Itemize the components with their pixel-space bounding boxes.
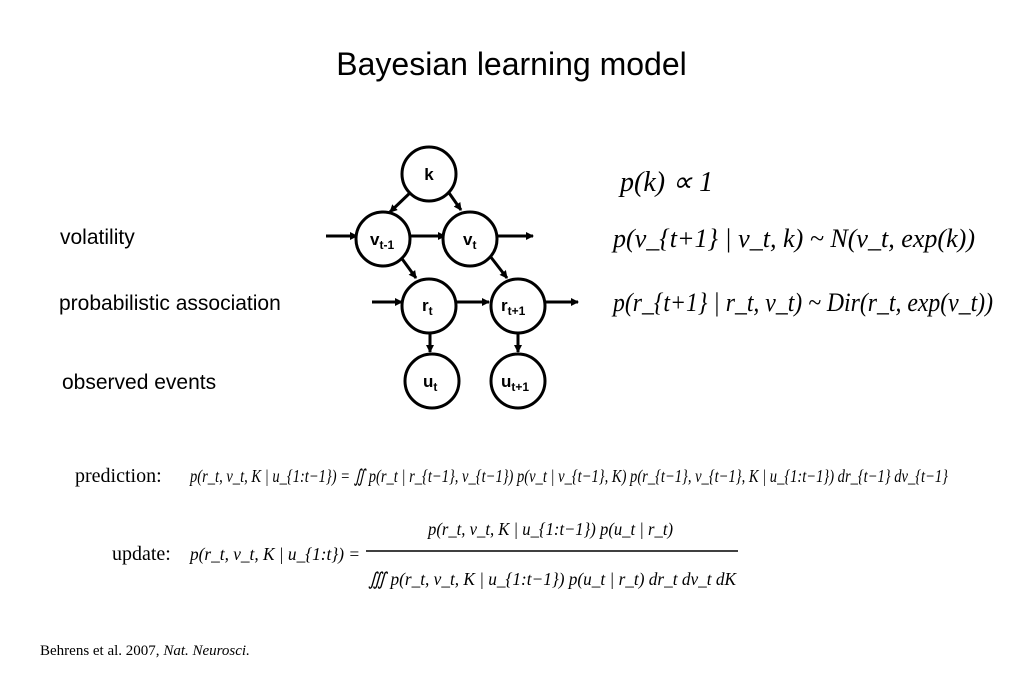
equation-association: p(r_{t+1} | r_t, v_t) ~ Dir(r_t, exp(v_t… — [611, 288, 993, 317]
node-k — [400, 145, 458, 203]
reference-journal: Nat. Neurosci. — [163, 643, 250, 659]
reference-authors: Behrens et al. 2007, — [40, 643, 160, 659]
node-u-next — [489, 352, 547, 410]
equation-prior-k: p(k) ∝ 1 — [618, 167, 713, 198]
node-r-next — [489, 277, 547, 335]
row-label-volatility: volatility — [60, 226, 135, 249]
equation-prediction: p(r_t, v_t, K | u_{1:t−1}) = ∬ p(r_t | r… — [188, 466, 948, 487]
node-r-next-label: rt+1 — [501, 296, 526, 318]
node-u-t — [403, 352, 461, 410]
reference-citation: Behrens et al. 2007, Nat. Neurosci. — [40, 643, 250, 660]
prediction-label: prediction: — [75, 465, 162, 487]
equation-update-denominator: ∭ p(r_t, v_t, K | u_{1:t−1}) p(u_t | r_t… — [368, 569, 737, 590]
node-r-t — [400, 277, 458, 335]
equation-volatility: p(v_{t+1} | v_t, k) ~ N(v_t, exp(k)) — [611, 224, 975, 253]
node-v-t-label: vt — [463, 230, 476, 252]
node-r-t-label: rt — [422, 296, 433, 318]
update-label: update: — [112, 543, 171, 565]
node-v-prev-label: vt-1 — [370, 230, 394, 252]
node-v-t — [441, 210, 499, 268]
node-u-next-label: ut+1 — [501, 372, 529, 394]
node-u-t-label: ut — [423, 372, 437, 394]
node-k-label: k — [424, 165, 434, 184]
node-v-prev — [354, 210, 412, 268]
row-label-association: probabilistic association — [59, 292, 281, 315]
edge-vt-rnext — [488, 255, 509, 279]
edge-vprev-rt — [398, 255, 418, 279]
row-label-events: observed events — [62, 371, 217, 394]
equation-update-lhs: p(r_t, v_t, K | u_{1:t}) = — [188, 544, 360, 565]
equation-update-numerator: p(r_t, v_t, K | u_{1:t−1}) p(u_t | r_t) — [426, 519, 673, 540]
slide-title: Bayesian learning model — [336, 46, 687, 82]
